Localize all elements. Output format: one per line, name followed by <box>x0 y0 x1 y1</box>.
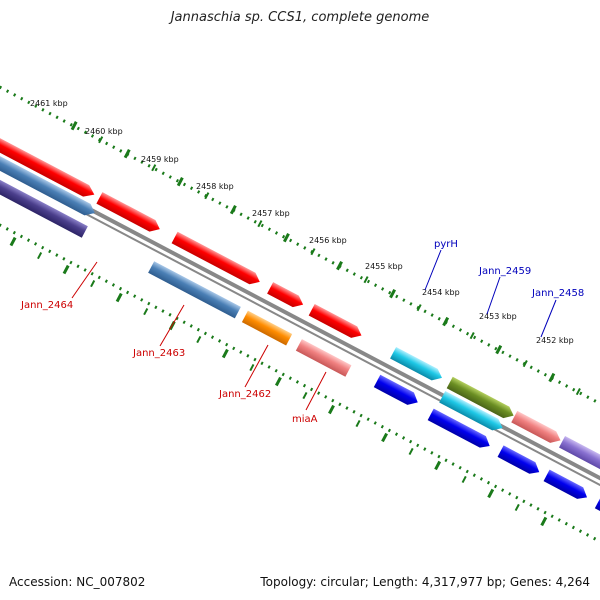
kbp-label: 2457 kbp <box>252 209 290 218</box>
outer-tick-track <box>0 85 600 434</box>
kbp-label: 2459 kbp <box>141 155 179 164</box>
gene-arrow[interactable] <box>559 436 600 482</box>
gene-label: Jann_2462 <box>218 389 271 400</box>
major-ticks <box>9 121 581 527</box>
gene-arrow[interactable] <box>511 410 563 447</box>
gene-arrow[interactable] <box>373 374 421 409</box>
gene-arrow[interactable] <box>497 445 543 477</box>
gene-arrow[interactable] <box>439 390 505 434</box>
gene-arrow[interactable] <box>267 282 306 311</box>
gene-arrow[interactable] <box>0 145 98 220</box>
gene-arrow[interactable] <box>543 469 591 503</box>
gene-arrow[interactable] <box>148 261 241 319</box>
kbp-label: 2454 kbp <box>422 288 460 297</box>
kbp-label: 2455 kbp <box>365 262 403 271</box>
kbp-label: 2458 kbp <box>196 182 234 191</box>
gene-arrow[interactable] <box>446 376 517 422</box>
gene-arrow[interactable] <box>295 339 352 377</box>
kbp-label: 2453 kbp <box>479 312 517 321</box>
genome-stats-text: Topology: circular; Length: 4,317,977 bp… <box>260 575 590 589</box>
gene-label: Jann_2459 <box>478 266 531 277</box>
gene-arrow[interactable] <box>0 131 97 200</box>
gene-arrow[interactable] <box>594 496 600 529</box>
genome-backbone-inner <box>0 149 600 497</box>
inner-tick-track <box>0 193 598 542</box>
accession-text: Accession: NC_007802 <box>9 575 146 589</box>
kbp-label: 2461 kbp <box>30 99 68 108</box>
gene-arrow[interactable] <box>171 231 263 288</box>
kbp-label: 2456 kbp <box>309 236 347 245</box>
gene-arrow[interactable] <box>0 164 88 238</box>
gene-label: pyrH <box>434 239 458 250</box>
gene-label-leaders <box>71 249 557 411</box>
kbp-label: 2452 kbp <box>536 336 574 345</box>
gene-arrow[interactable] <box>308 304 365 342</box>
gene-label: Jann_2463 <box>132 348 185 359</box>
gene-arrow[interactable] <box>241 310 293 346</box>
gene-label: miaA <box>292 414 318 425</box>
gene-arrow[interactable] <box>390 346 445 384</box>
gene-arrow[interactable] <box>427 408 493 452</box>
gene-label: Jann_2464 <box>20 300 73 311</box>
kbp-label: 2460 kbp <box>85 127 123 136</box>
gene-label: Jann_2458 <box>531 288 584 299</box>
page-title: Jannaschia sp. CCS1, complete genome <box>170 10 430 25</box>
gene-arrow[interactable] <box>96 192 162 235</box>
